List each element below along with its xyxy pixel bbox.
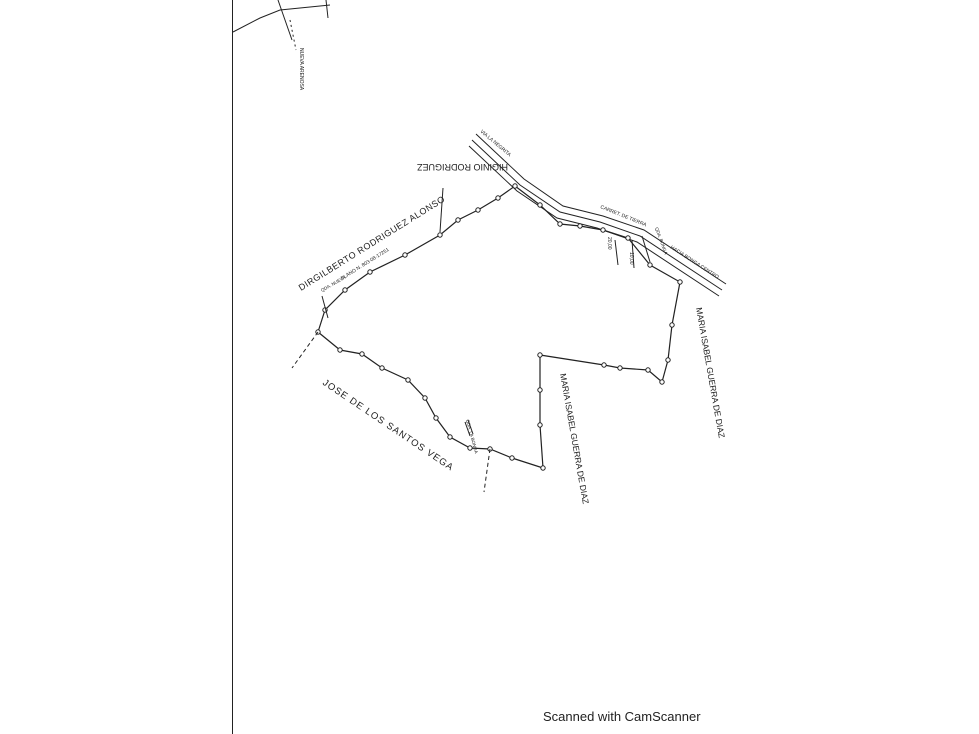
neighbor-north: HIGINIO RODRIGUEZ [416,162,508,172]
corner-label: NUEVA ARENOSA [298,48,304,91]
neighbor-south-west: JOSE DE LOS SANTOS VEGA [320,377,455,473]
dimension-width-b: 10,00 [628,252,634,265]
page-edge [232,0,233,734]
road-label-top: VIA LA NEGRITA [479,129,513,159]
neighbor-inner: MARIA ISABEL GUERRA DE DIAZ [558,373,591,505]
parcel-boundary [317,185,681,469]
extension-lines [291,187,635,493]
scanner-watermark: Scanned with CamScanner [543,709,701,724]
vertex-markers [315,183,683,471]
road-lines [468,133,727,297]
neighbor-east: MARIA ISABEL GUERRA DE DIAZ [694,307,727,439]
neighbor-north-west: DIRGILBERTO RODRIGUEZ ALONSO [297,194,447,293]
road-label-mid: CARRET. DE TIERRA [599,204,648,228]
road-label-right: HACIA BONGA CENTRO [669,245,720,281]
corner-fragment [232,0,331,51]
stream-label-top: QDA. BONGA [654,227,668,256]
dimension-width-a: 20,00 [606,237,612,250]
stream-marks [321,235,651,437]
